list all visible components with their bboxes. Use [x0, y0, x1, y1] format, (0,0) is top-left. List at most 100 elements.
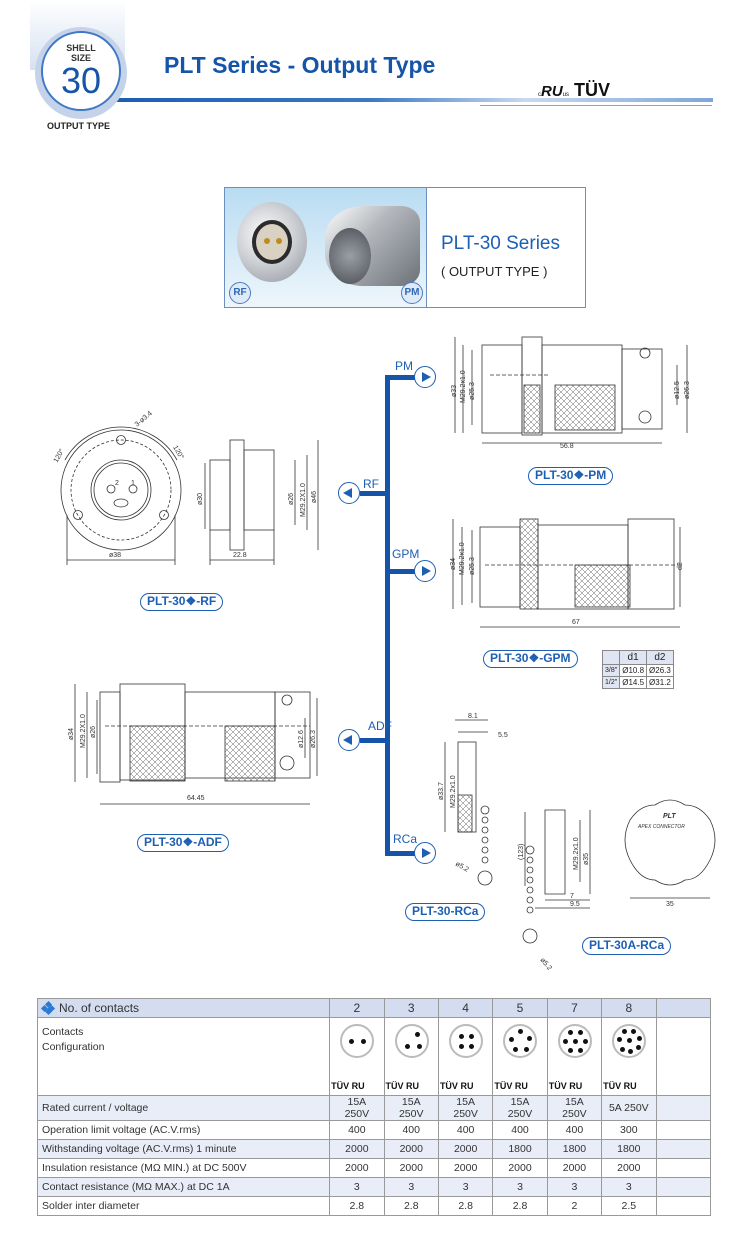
contact-diagram-icon — [340, 1024, 375, 1058]
row-label: Insulation resistance (MΩ MIN.) at DC 50… — [36, 1158, 331, 1178]
cell: 2000 — [546, 1158, 603, 1178]
cert-marks: TÜV RU — [385, 1081, 420, 1091]
cell: 2000 — [329, 1158, 385, 1178]
shell-label-2: SIZE — [70, 53, 91, 63]
part-label-pm[interactable]: PLT-30❖-PM — [528, 467, 614, 485]
cert-marks: TÜV RU — [603, 1081, 637, 1091]
branch-line-rf — [360, 491, 388, 496]
adf-dim-thread: M29.2X1.0 — [80, 714, 87, 748]
config-label-cell: Contacts Configuration — [36, 1017, 331, 1096]
cell: 2.8 — [383, 1196, 439, 1216]
arrow-left-icon[interactable] — [338, 729, 360, 751]
gpm-table-header: d2 — [646, 650, 674, 665]
shell-size-badge: SHELL SIZE 30 — [41, 31, 121, 111]
contact-diagram-icon — [612, 1024, 647, 1058]
cell: 1800 — [492, 1139, 548, 1159]
shell-size-number: 30 — [60, 60, 102, 101]
gpm-dim-thread: M29.2x1.0 — [459, 542, 466, 575]
config-label-1: Contacts — [42, 1026, 84, 1038]
header-label: No. of contacts — [59, 1001, 140, 1015]
cell: 2.8 — [492, 1196, 548, 1216]
gpm-table-header: d1 — [619, 650, 648, 665]
gpm-table-cell: Ø10.8 — [619, 664, 648, 677]
cell: 400 — [329, 1120, 385, 1140]
contact-layout-5: TÜV RU — [493, 1018, 546, 1094]
contacts-count: 2 — [329, 998, 385, 1018]
rca-a-dim-ring: ø5.2 — [538, 957, 552, 970]
output-type-label: OUTPUT TYPE — [47, 121, 111, 131]
rca-a-dim-d35: ø35 — [583, 853, 590, 865]
cert-marks: TÜV RU — [439, 1081, 474, 1091]
gpm-table-header — [601, 650, 621, 665]
row-label: Solder inter diameter — [36, 1196, 331, 1216]
cell: 5A 250V — [601, 1095, 657, 1121]
rca-dim-d33: ø33.7 — [438, 782, 445, 800]
contact-layout-7: TÜV RU — [548, 1018, 601, 1094]
rf-dim-d26: ø26 — [288, 493, 295, 505]
contact-diagram-icon — [448, 1024, 483, 1058]
shell-label-1: SHELL — [66, 43, 96, 53]
cell: 15A 250V — [437, 1095, 494, 1121]
table-row: Insulation resistance (MΩ MIN.) at DC 50… — [36, 1158, 711, 1178]
rf-pin1: 1 — [131, 480, 135, 487]
branch-line-gpm — [385, 569, 415, 574]
certification-marks: cRUus TÜV — [538, 80, 610, 101]
header-rule-thin — [480, 105, 712, 106]
rca-dim-ring: ø5.2 — [454, 861, 470, 874]
pm-dim-d26: ø26.3 — [684, 381, 691, 399]
pm-badge: PM — [401, 282, 423, 304]
contacts-count: 5 — [492, 998, 548, 1018]
cell: 2000 — [437, 1139, 494, 1159]
cell: 3 — [437, 1177, 494, 1197]
branch-label-gpm: GPM — [392, 547, 420, 561]
cert-marks: TÜV RU — [494, 1081, 528, 1091]
arrow-right-icon[interactable] — [414, 842, 436, 864]
contact-diagram-icon — [503, 1024, 538, 1058]
part-label-gpm[interactable]: PLT-30❖-GPM — [483, 650, 578, 668]
adf-dim-d12: ø12.6 — [298, 730, 305, 748]
part-label-rf[interactable]: PLT-30❖-RF — [140, 593, 224, 611]
branch-label-rf: RF — [363, 477, 379, 491]
row-label: Withstanding voltage (AC.V.rms) 1 minute — [36, 1139, 331, 1159]
ul-c-mark: c — [538, 92, 541, 98]
gpm-dimension-table: d1 d2 3/8" Ø10.8 Ø26.3 1/2" Ø14.5 Ø31.2 — [601, 650, 674, 689]
contact-diagram-icon — [394, 1024, 429, 1058]
adf-dim-length: 64.45 — [187, 795, 205, 802]
table-row: Operation limit voltage (AC.V.rms) 400 4… — [36, 1120, 711, 1140]
rca-a-brand: APEX CONNECTOR — [637, 824, 685, 830]
contact-layout-4: TÜV RU — [439, 1018, 492, 1094]
table-row: Solder inter diameter 2.8 2.8 2.8 2.8 2 … — [36, 1196, 711, 1216]
adf-dim-d26-3: ø26.3 — [310, 730, 317, 748]
branch-line-adf — [360, 738, 388, 743]
part-label-rca[interactable]: PLT-30-RCa — [405, 903, 486, 921]
arrow-right-icon[interactable] — [414, 560, 436, 582]
rf-drawing: ø38 22.8 2 1 3-ø3.4 120° 120° ø30 ø26 M2… — [45, 405, 335, 565]
gpm-dim-d34: ø34 — [450, 558, 457, 570]
contacts-count: 3 — [383, 998, 439, 1018]
contact-diagram-icon — [557, 1024, 592, 1058]
cell: 2000 — [437, 1158, 494, 1178]
rf-dim-od: ø38 — [109, 552, 121, 559]
contact-layout-3: TÜV RU — [385, 1018, 438, 1094]
ul-us-mark: us — [562, 92, 570, 98]
arrow-left-icon[interactable] — [338, 482, 360, 504]
rca-a-logo: PLT — [663, 813, 676, 820]
contact-layout-8: TÜV RU — [602, 1018, 655, 1094]
gpm-dim-d25: ø25.3 — [469, 557, 476, 575]
contacts-count: 8 — [601, 998, 657, 1018]
branch-label-rca: RCa — [393, 832, 418, 846]
rf-dim-holes: 3-ø3.4 — [134, 410, 154, 428]
header-rule — [88, 98, 713, 102]
rf-dim-length: 22.8 — [233, 552, 247, 559]
part-label-rca-a[interactable]: PLT-30A-RCa — [582, 937, 672, 955]
cell: 400 — [492, 1120, 548, 1140]
cell: 15A 250V — [546, 1095, 603, 1121]
part-label-adf[interactable]: PLT-30❖-ADF — [137, 834, 229, 852]
cert-marks: TÜV RU — [548, 1081, 583, 1091]
rca-dim-w1: 8.1 — [468, 713, 478, 720]
rca-dim-thread: M29.2x1.0 — [450, 775, 457, 808]
gpm-table-cell: Ø14.5 — [619, 676, 648, 689]
arrow-right-icon[interactable] — [414, 366, 436, 388]
cell: 3 — [546, 1177, 603, 1197]
rf-pin2: 2 — [115, 480, 119, 487]
